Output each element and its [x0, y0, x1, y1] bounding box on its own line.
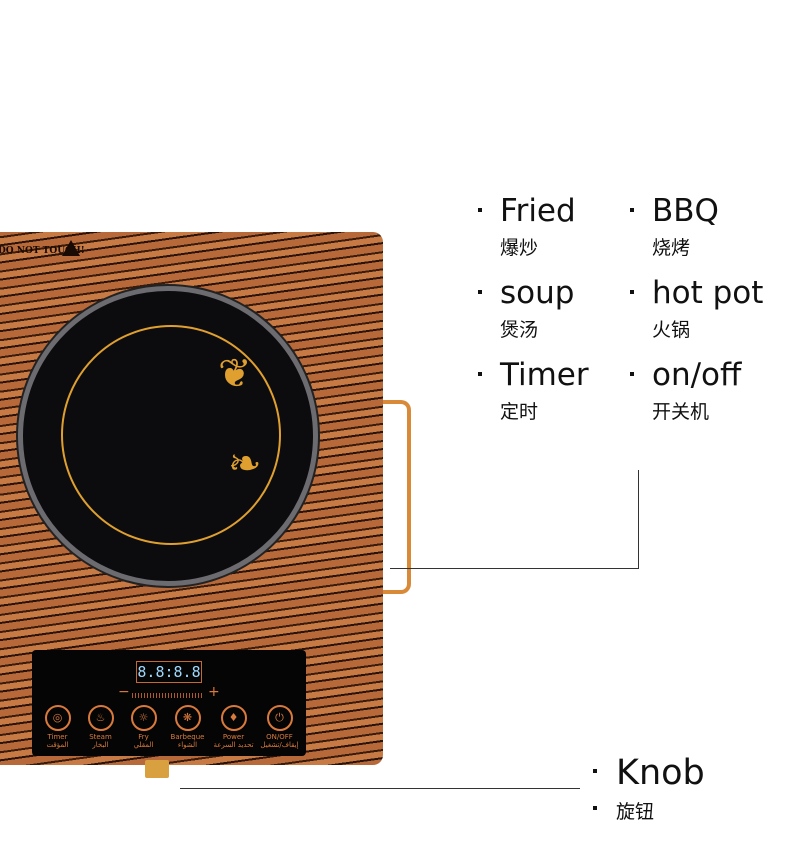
button-label: Barbeque [170, 733, 205, 741]
button-label: Steam [89, 733, 112, 741]
power-icon: ⏻ [266, 705, 293, 731]
feature-en: Fried [500, 193, 576, 229]
feature-en: on/off [652, 357, 742, 393]
feature-knob: Knob 旋钮 [616, 753, 705, 824]
button-label-ar: إيقاف/تشغيل [260, 741, 299, 749]
feature-hot-pot: hot pot 火锅 [652, 275, 763, 342]
feature-zh: 烧烤 [652, 237, 691, 259]
fry-icon: ☼ [130, 705, 157, 731]
handle [383, 400, 411, 594]
bullet [593, 769, 597, 773]
feature-en: Timer [500, 357, 589, 393]
feature-bbq: BBQ 烧烤 [652, 193, 719, 260]
button-label-ar: البخار [92, 741, 109, 749]
steam-icon: ♨ [87, 705, 114, 731]
bullet [478, 208, 482, 212]
minus-button[interactable]: − [118, 684, 130, 700]
feature-zh: 开关机 [652, 401, 710, 423]
led-display: 8.8:8.8 [136, 661, 202, 683]
feature-en: soup [500, 275, 575, 311]
button-label-ar: المؤقت [46, 741, 69, 749]
bullet [630, 372, 634, 376]
warning-triangle-icon [62, 240, 80, 256]
floral-ornament-icon: ❦ [218, 351, 252, 397]
feature-en: Knob [616, 753, 705, 793]
knob [145, 760, 169, 778]
button-label: ON/OFF [266, 733, 293, 741]
callout-line [390, 568, 639, 569]
feature-zh: 火锅 [652, 319, 691, 341]
bullet [478, 372, 482, 376]
timer-icon: ◎ [44, 705, 71, 731]
feature-timer: Timer 定时 [500, 357, 589, 424]
heating-circle [61, 325, 281, 545]
feature-zh: 定时 [500, 401, 539, 423]
button-label: Power [222, 733, 245, 741]
feature-zh: 旋钮 [616, 801, 655, 823]
feature-on-off: on/off 开关机 [652, 357, 741, 424]
callout-line [638, 470, 639, 569]
warning-label: DO NOT TOUCH! [0, 246, 85, 256]
plus-button[interactable]: + [208, 684, 220, 700]
callout-line [180, 788, 580, 789]
feature-en: hot pot [652, 275, 764, 311]
button-label: Fry [138, 733, 149, 741]
feature-soup: soup 煲汤 [500, 275, 574, 342]
bullet [478, 290, 482, 294]
power-level-bar [132, 693, 204, 698]
bullet [630, 290, 634, 294]
floral-ornament-icon: ❧ [228, 441, 262, 487]
bullet [630, 208, 634, 212]
button-label-ar: تحديد السرعة [213, 741, 254, 749]
barbeque-icon: ❋ [174, 705, 201, 731]
bullet [593, 806, 597, 810]
button-label: Timer [47, 733, 68, 741]
feature-zh: 爆炒 [500, 237, 539, 259]
feature-zh: 煲汤 [500, 319, 539, 341]
button-label-ar: الشواء [177, 741, 198, 749]
cooking-zone: ❦ ❧ [18, 286, 318, 586]
power-flame-icon: ♦ [220, 705, 247, 731]
button-label-ar: المقلي [133, 741, 154, 749]
feature-en: BBQ [652, 193, 719, 229]
feature-fried: Fried 爆炒 [500, 193, 576, 260]
